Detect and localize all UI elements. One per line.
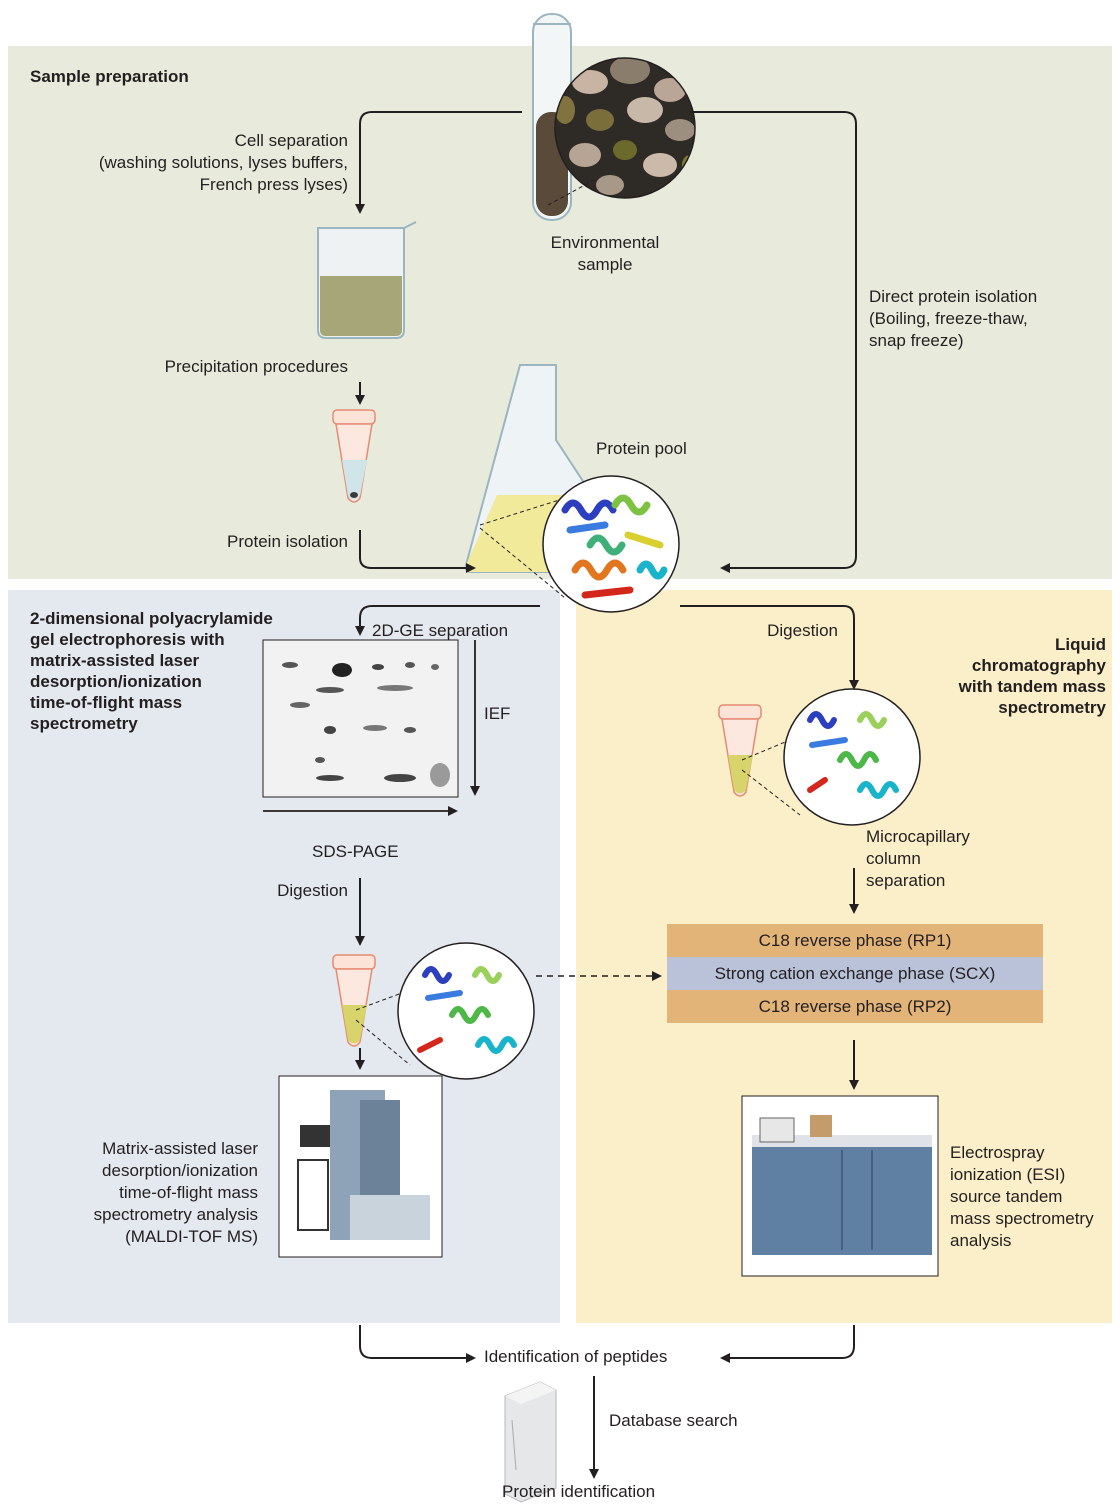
column-phase-rp1: C18 reverse phase (RP1): [667, 924, 1043, 957]
precipitation-label: Precipitation procedures: [164, 357, 348, 376]
column-phase-scx-label: Strong cation exchange phase (SCX): [714, 964, 996, 983]
microcapillary-label: Microcapillary column separation: [866, 827, 970, 890]
lc-ms-title: Liquid chromatography with tandem mass s…: [958, 635, 1106, 717]
microtube-left-icon: [332, 954, 376, 1047]
esi-instrument-icon: [741, 1095, 939, 1277]
ge-separation-label: 2D-GE separation: [372, 621, 509, 640]
peptide-structure-left-icon: [397, 942, 535, 1080]
identification-peptides-label: Identification of peptides: [484, 1347, 668, 1366]
sample-prep-title: Sample preparation: [30, 67, 189, 86]
database-search-label: Database search: [609, 1411, 738, 1430]
gel-image-icon: [262, 639, 459, 798]
digestion-left-label: Digestion: [277, 881, 348, 900]
environmental-sample-label: Environmental sample: [550, 233, 660, 274]
column-phase-rp1-label: C18 reverse phase (RP1): [758, 931, 952, 950]
protein-pool-label: Protein pool: [596, 439, 687, 458]
microtube-icon: [332, 409, 376, 503]
soil-sample-circle-icon: [554, 57, 696, 199]
beaker-icon: [317, 221, 417, 339]
protein-isolation-label: Protein isolation: [227, 532, 348, 551]
column-phase-rp2-label: C18 reverse phase (RP2): [758, 997, 952, 1016]
peptide-structure-right-icon: [783, 688, 921, 826]
protein-structure-icon: [542, 475, 680, 613]
digestion-right-label: Digestion: [767, 621, 838, 640]
maldi-label: Matrix-assisted laser desorption/ionizat…: [93, 1139, 258, 1246]
two-d-ge-title: 2-dimensional polyacrylamide gel electro…: [30, 609, 273, 733]
microtube-right-icon: [718, 704, 762, 797]
sds-page-label: SDS-PAGE: [312, 842, 399, 861]
direct-isolation-label: Direct protein isolation (Boiling, freez…: [869, 287, 1038, 350]
maldi-instrument-icon: [278, 1075, 443, 1258]
ief-label: IEF: [484, 704, 511, 723]
column-phase-rp2: C18 reverse phase (RP2): [667, 990, 1043, 1023]
cell-separation-label: Cell separation (washing solutions, lyse…: [98, 131, 348, 194]
column-phase-scx: Strong cation exchange phase (SCX): [667, 957, 1043, 990]
server-icon: [504, 1381, 557, 1503]
protein-identification-label: Protein identification: [502, 1482, 656, 1501]
esi-label: Electrospray ionization (ESI) source tan…: [950, 1143, 1094, 1250]
